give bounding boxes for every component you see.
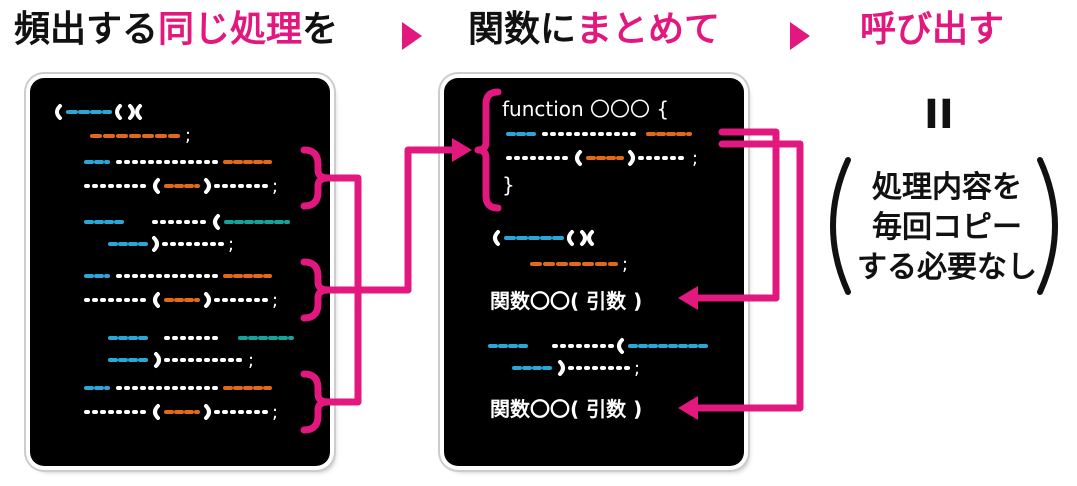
right-code-panel: ; ; ; function 〇〇〇 { } 関数〇〇( 引数 ) 関数〇〇( … — [444, 78, 744, 466]
note-line-2: 毎回コピー — [872, 210, 1022, 245]
function-declaration: function 〇〇〇 { — [502, 97, 670, 121]
step3-title: 呼び出す — [860, 9, 1005, 50]
svg-text:;: ; — [248, 350, 254, 371]
closing-brace: } — [502, 173, 515, 197]
step1-highlight: 同じ処理 — [158, 9, 303, 50]
collector-line — [326, 146, 456, 406]
step2-title: 関数にまとめて — [468, 8, 720, 52]
function-call-1: 関数〇〇( 引数 ) — [490, 289, 643, 313]
step1-suffix: を — [302, 9, 339, 50]
svg-text:;: ; — [272, 290, 278, 311]
note-line-1: 処理内容を — [872, 170, 1022, 205]
svg-text:;: ; — [272, 176, 278, 197]
step1-prefix: 頻出する — [14, 9, 159, 50]
step2-highlight: まとめて — [576, 9, 721, 50]
equals-sign: II — [924, 92, 954, 138]
svg-text:;: ; — [622, 254, 628, 275]
left-code-panel: ; ; ; — [30, 78, 330, 466]
function-call-2: 関数〇〇( 引数 ) — [490, 397, 643, 421]
svg-text:;: ; — [228, 234, 234, 255]
note-line-3: する必要なし — [857, 250, 1037, 285]
svg-text:;: ; — [692, 148, 698, 169]
play-triangle-icon — [402, 22, 422, 50]
left-code-graphic: ; ; ; — [55, 104, 294, 423]
step2-prefix: 関数に — [468, 9, 577, 50]
right-code-graphic: ; ; ; — [488, 132, 708, 379]
svg-text:;: ; — [185, 125, 191, 146]
step1-title: 頻出する同じ処理を — [14, 8, 338, 52]
no-copy-note: 処理内容を 毎回コピー する必要なし — [832, 168, 1062, 288]
svg-text:;: ; — [634, 358, 640, 379]
svg-text:;: ; — [272, 402, 278, 423]
play-triangle-icon — [790, 22, 810, 50]
